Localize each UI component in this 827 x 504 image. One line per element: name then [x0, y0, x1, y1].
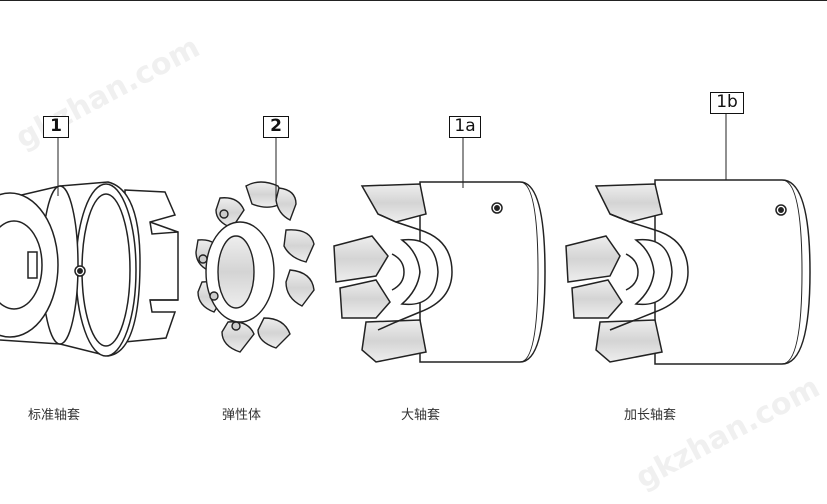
callout-2: 2 — [263, 116, 289, 138]
extended-hub-drawing — [565, 114, 811, 365]
standard-hub-drawing — [0, 138, 179, 357]
caption-elastic-spider: 弹性体 — [222, 408, 262, 423]
top-border-line — [0, 0, 827, 1]
callout-1b: 1b — [710, 92, 744, 114]
callout-1a: 1a — [449, 116, 481, 138]
elastic-spider-drawing — [195, 138, 315, 353]
caption-large-hub: 大轴套 — [401, 408, 441, 423]
caption-standard-hub: 标准轴套 — [28, 408, 81, 423]
caption-extended-hub: 加长轴套 — [624, 408, 677, 423]
callout-1: 1 — [43, 116, 69, 138]
large-hub-drawing — [333, 138, 546, 363]
